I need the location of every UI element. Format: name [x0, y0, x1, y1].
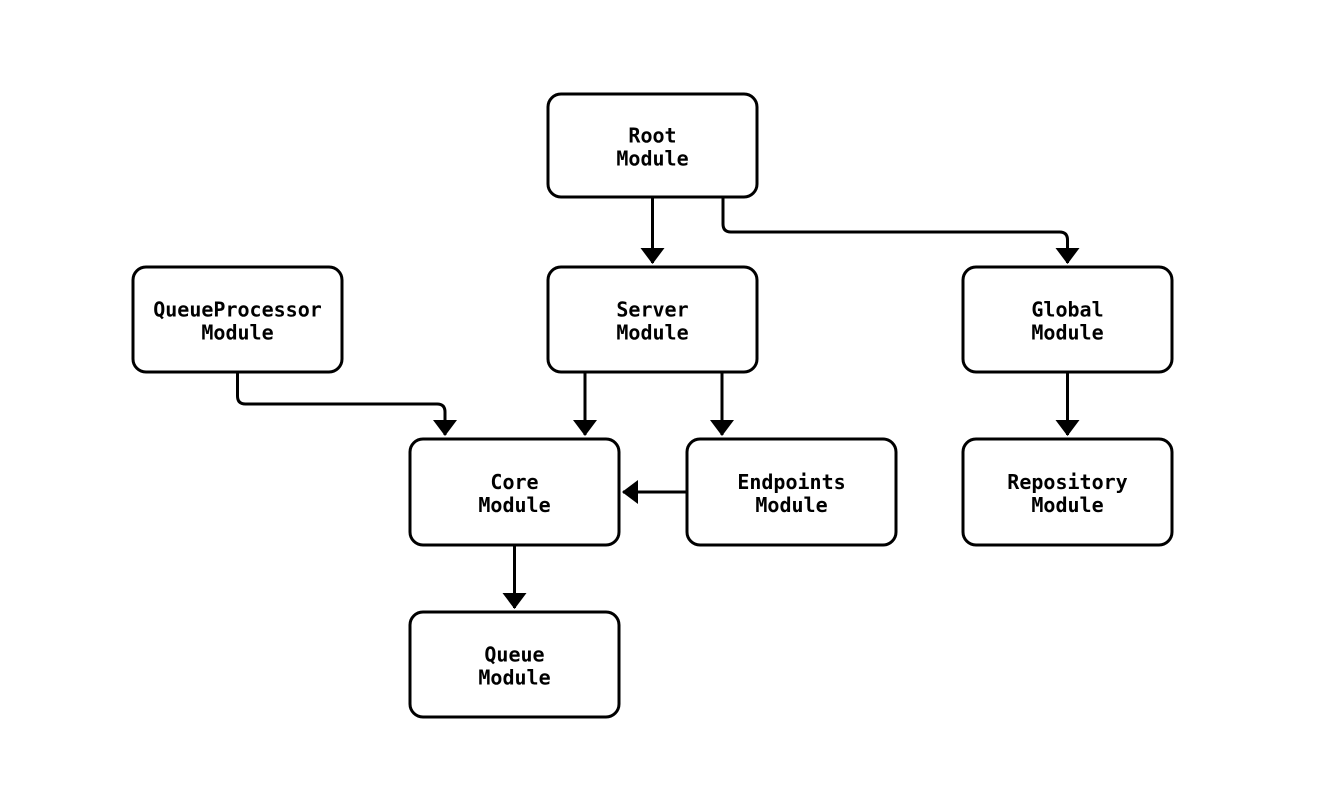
- node-root-module-label-line2: Module: [616, 147, 688, 171]
- node-endpoints-module-box: [685, 437, 898, 547]
- node-server-module-label-line2: Module: [616, 321, 688, 345]
- node-server-module-label-line1: Server: [616, 298, 688, 322]
- node-repository-module-box: [961, 437, 1174, 547]
- node-core-module-label-line1: Core: [490, 470, 538, 494]
- node-server-module: Server Module: [546, 265, 759, 374]
- node-endpoints-module: Endpoints Module: [685, 437, 898, 547]
- node-queue-processor-module-label-line1: QueueProcessor: [153, 298, 322, 322]
- node-core-module-box: [408, 437, 621, 547]
- node-server-module-box: [546, 265, 759, 374]
- node-queue-processor-module: QueueProcessor Module: [131, 265, 344, 374]
- node-queue-module-box: [408, 610, 621, 719]
- edge-root-to-global: [721, 197, 1080, 264]
- node-global-module-label-line1: Global: [1031, 298, 1103, 322]
- node-endpoints-module-label-line1: Endpoints: [737, 470, 845, 494]
- node-root-module-box: [546, 92, 759, 199]
- node-core-module-label-line2: Module: [478, 493, 550, 517]
- node-core-module: Core Module: [408, 437, 621, 547]
- node-queue-module-label-line2: Module: [478, 666, 550, 690]
- node-queue-module-label-line1: Queue: [484, 643, 544, 667]
- node-repository-module-label-line1: Repository: [1007, 470, 1127, 494]
- node-global-module: Global Module: [961, 265, 1174, 374]
- node-repository-module: Repository Module: [961, 437, 1174, 547]
- node-queue-module: Queue Module: [408, 610, 621, 719]
- edge-queueprocessor-to-core: [236, 372, 457, 436]
- node-endpoints-module-label-line2: Module: [755, 493, 827, 517]
- node-root-module-label-line1: Root: [628, 124, 676, 148]
- node-root-module: Root Module: [546, 92, 759, 199]
- node-global-module-label-line2: Module: [1031, 321, 1103, 345]
- node-repository-module-label-line2: Module: [1031, 493, 1103, 517]
- node-global-module-box: [961, 265, 1174, 374]
- node-queue-processor-module-label-line2: Module: [201, 321, 273, 345]
- edge-layer: [236, 197, 1080, 609]
- node-queue-processor-module-box: [131, 265, 344, 374]
